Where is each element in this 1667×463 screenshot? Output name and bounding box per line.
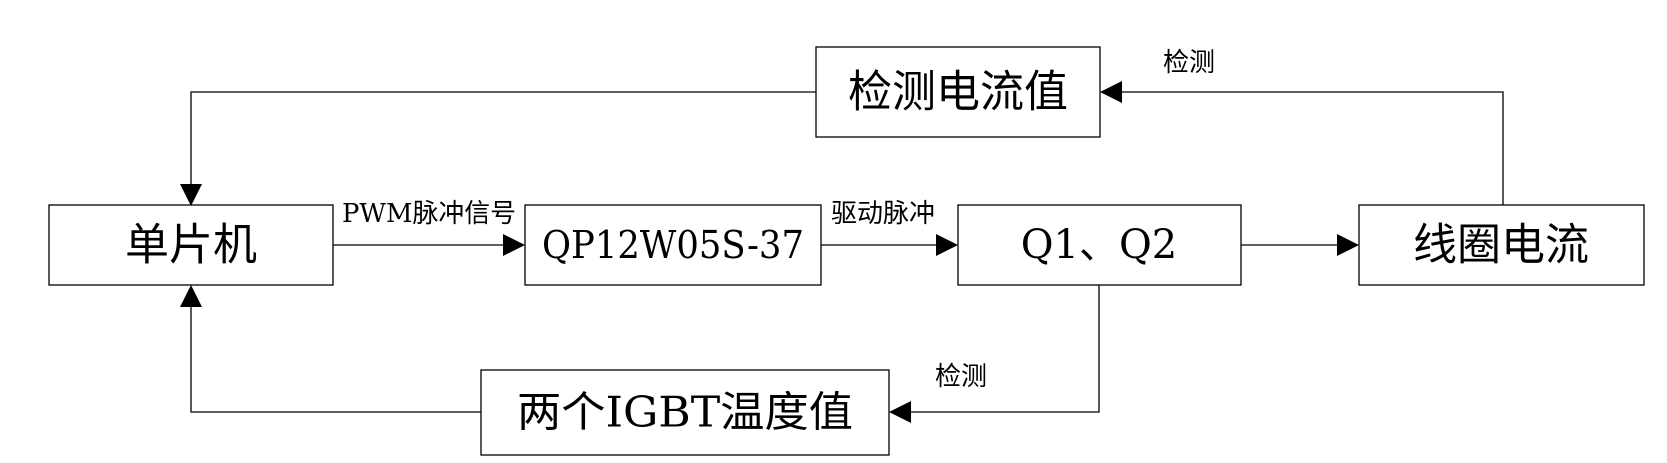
arrow-into-igbt [936,234,958,256]
node-igbt-label: Q1、Q2 [1021,222,1177,268]
node-igbt-box [957,204,1242,286]
node-coil-current-label: 线圈电流 [1413,220,1589,271]
arrow-into-mcu-bottom [180,285,202,307]
arrow-into-detect-box [1100,81,1122,103]
node-igbt-temperature-label: 两个IGBT温度值 [517,388,853,437]
node-driver-label: QP12W05S-37 [542,223,804,267]
node-igbt-temperature: 两个IGBT温度值 [480,369,890,456]
connectors [190,91,1504,413]
arrow-into-driver [503,234,525,256]
edge-temp-to-mcu [190,305,481,413]
node-detect-current-box [815,46,1101,138]
edge-label-detect-bottom: 检测 [935,362,987,392]
arrow-into-coil [1337,234,1359,256]
edge-detect-to-mcu [190,91,816,188]
node-driver-box [524,204,822,286]
edge-igbt-to-temp [909,285,1100,413]
node-coil-current-box [1358,204,1645,286]
node-igbt-temperature-box [480,369,890,456]
arrow-into-mcu-top [180,184,202,206]
node-driver: QP12W05S-37 [524,204,822,286]
node-coil-current: 线圈电流 [1358,204,1645,286]
node-igbt: Q1、Q2 [957,204,1242,286]
edge-coil-to-detect [1120,91,1504,205]
node-mcu: 单片机 [48,204,334,286]
node-mcu-box [48,204,334,286]
edge-label-pwm-signal: PWM脉冲信号 [342,199,516,229]
arrowheads [180,81,1359,423]
edge-label-drive-pulse: 驱动脉冲 [831,199,935,229]
edge-label-detect-top: 检测 [1163,48,1215,78]
node-detect-current: 检测电流值 [815,46,1101,138]
arrow-into-temp-box [889,401,911,423]
node-detect-current-label: 检测电流值 [848,67,1068,118]
node-mcu-label: 单片机 [125,220,257,271]
